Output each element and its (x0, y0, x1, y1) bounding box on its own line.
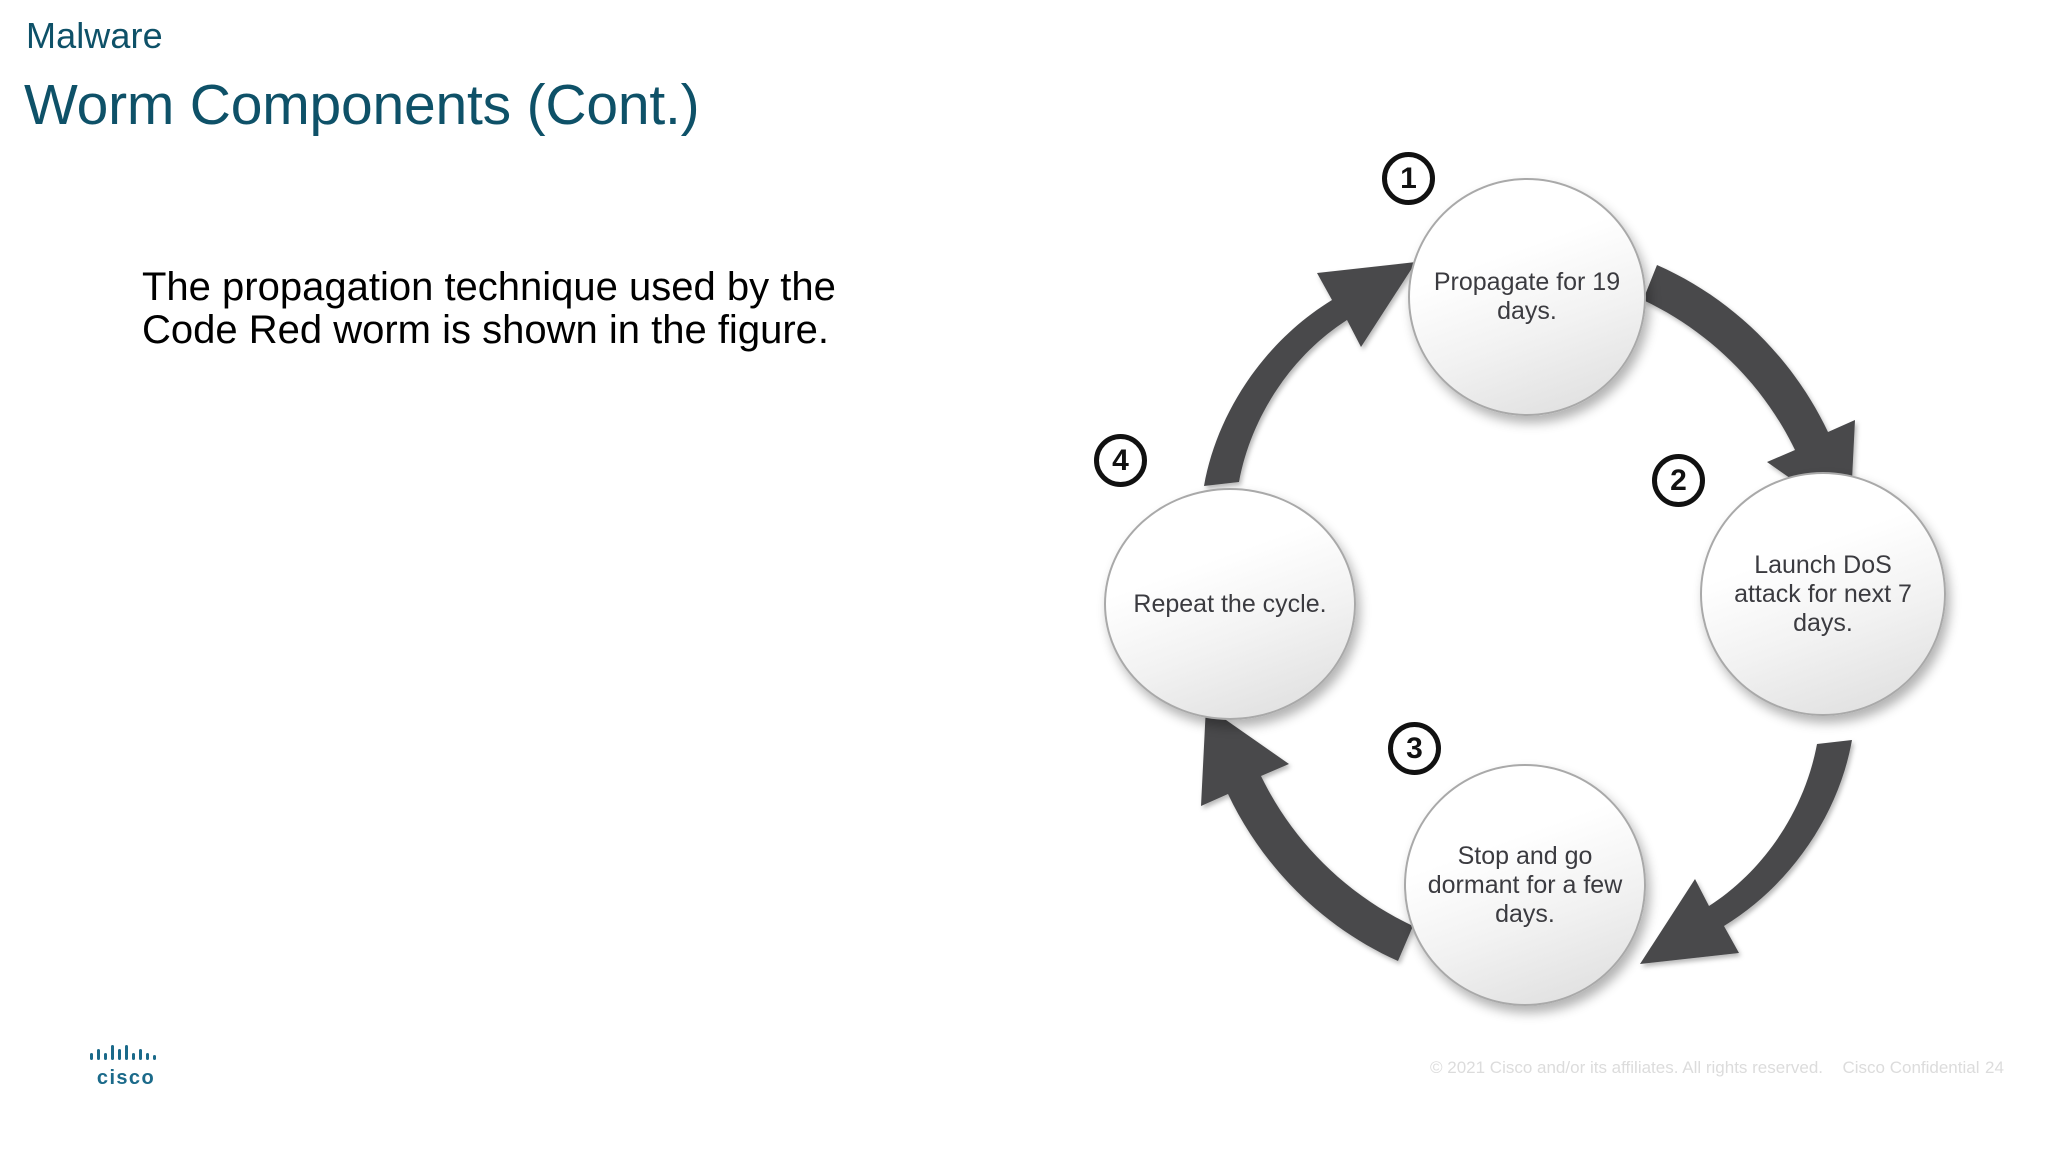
cycle-badge-3: 3 (1388, 722, 1441, 775)
page-number: 24 (1985, 1058, 2004, 1077)
cycle-node-3-label: Stop and go dormant for a few days. (1427, 841, 1623, 928)
arrow-node4-to-node1 (1204, 262, 1416, 486)
cycle-badge-2: 2 (1652, 454, 1705, 507)
footer-copyright: © 2021 Cisco and/or its affiliates. All … (1430, 1058, 1824, 1077)
footer-legal: © 2021 Cisco and/or its affiliates. All … (1430, 1058, 1980, 1078)
slide-eyebrow: Malware (26, 15, 163, 56)
cycle-node-1[interactable]: Propagate for 19 days. (1408, 178, 1646, 416)
body-text: The propagation technique used by the Co… (142, 265, 836, 353)
cycle-node-2-label: Launch DoS attack for next 7 days. (1734, 550, 1912, 637)
arrow-node2-to-node3 (1640, 740, 1852, 964)
page-title: Worm Components (Cont.) (24, 73, 700, 137)
cycle-badge-1: 1 (1382, 152, 1435, 205)
cycle-node-4-label: Repeat the cycle. (1133, 589, 1327, 618)
cycle-node-1-label: Propagate for 19 days. (1433, 268, 1621, 325)
worm-propagation-cycle-diagram: Propagate for 19 days. Launch DoS attack… (1060, 120, 2000, 1040)
arrow-node1-to-node2 (1643, 265, 1855, 520)
cycle-badge-4: 4 (1094, 434, 1147, 487)
cycle-node-3[interactable]: Stop and go dormant for a few days. (1404, 764, 1646, 1006)
cisco-logo: cisco (90, 1045, 156, 1089)
cisco-wordmark: cisco (97, 1067, 155, 1089)
cycle-arrows (1201, 262, 1855, 964)
arrow-node3-to-node4 (1201, 706, 1413, 961)
cycle-node-2[interactable]: Launch DoS attack for next 7 days. (1700, 472, 1946, 716)
footer-confidentiality: Cisco Confidential (1842, 1058, 1980, 1077)
cycle-node-4[interactable]: Repeat the cycle. (1104, 488, 1356, 720)
